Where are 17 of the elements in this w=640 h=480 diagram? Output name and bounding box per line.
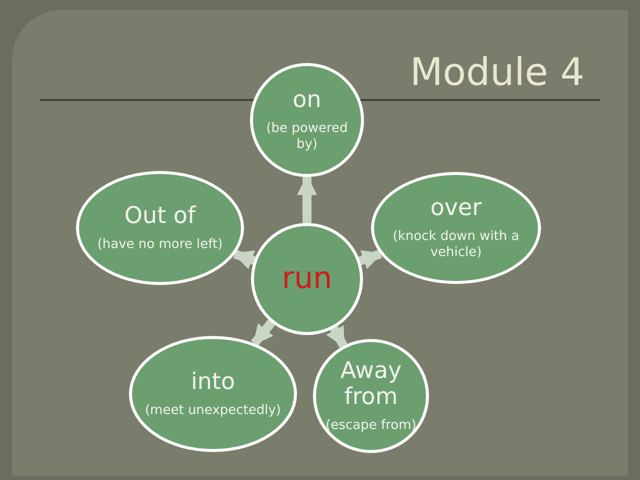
meaning-text: (have no more left): [96, 237, 224, 253]
phrasal-particle: into: [190, 369, 236, 395]
phrasal-particle: Away from: [339, 358, 403, 410]
block-arrow: [250, 320, 276, 346]
title: Module 4: [410, 49, 584, 96]
meaning-text: (knock down with a vehicle): [392, 229, 520, 261]
meaning-text: (meet unexpectedly): [144, 403, 282, 419]
block-arrow: [358, 250, 382, 270]
block-arrow: [297, 175, 317, 223]
phrasal-particle: Out of: [123, 203, 197, 229]
block-arrow: [232, 250, 256, 270]
block-arrow: [326, 325, 348, 348]
meaning-text: (escape from): [324, 418, 418, 434]
phrasal-particle: on: [292, 87, 322, 113]
phrasal-particle: over: [429, 195, 483, 221]
center-word: run: [282, 261, 332, 297]
meaning-text: (be powered by): [265, 121, 349, 153]
